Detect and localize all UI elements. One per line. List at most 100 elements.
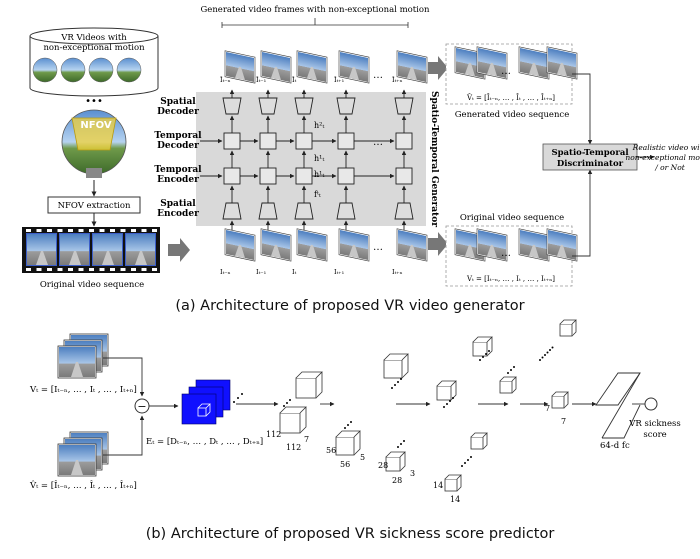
feature-cube xyxy=(383,353,409,379)
in-ellipsis: … xyxy=(373,242,383,253)
fc-layer xyxy=(595,372,641,439)
e-formula: Eₜ = [Dₜ₋ₙ, … , Dₜ , … , Dₜ₊ₙ] xyxy=(146,437,263,447)
spatial-decoder-block xyxy=(336,97,356,115)
nfov-badge: NFOV xyxy=(80,120,111,131)
spatial-encoder-block xyxy=(222,202,242,220)
output-frame-label: Îₜ₋₁ xyxy=(256,75,267,84)
feature-cube xyxy=(335,430,361,456)
generated-frames-brace xyxy=(221,18,409,28)
temporal-decoder-block xyxy=(395,132,413,150)
hidden-label-f: fᵗₜ xyxy=(314,190,321,199)
dimension-labels: 112 112 7 56 56 5 28 28 3 14 14 7 7 xyxy=(266,404,566,504)
output-line2: non-exceptional motion xyxy=(625,153,700,162)
input-frames-generated xyxy=(57,431,109,477)
big-gray-arrow-gen-out xyxy=(428,56,448,80)
feature-cube xyxy=(436,380,457,401)
temporal-decoder-block xyxy=(259,132,277,150)
input-frame-label: Iₜ xyxy=(292,268,297,276)
output-frame-label: Îₜ₋ₙ xyxy=(220,75,231,84)
orig-seq-ellipsis: … xyxy=(501,248,511,259)
minus-sign: − xyxy=(137,400,146,413)
output-frame-label: Îₜ₊₁ xyxy=(334,75,345,84)
score-line1: VR sickness xyxy=(628,419,680,429)
input-frame-label: Iₜ₊₁ xyxy=(334,268,345,276)
output-line1: Realistic video with xyxy=(632,143,700,152)
generated-seq-frame xyxy=(476,46,508,80)
input-frame xyxy=(224,228,256,262)
spatio-temporal-discriminator-box xyxy=(542,143,638,171)
output-frame-label: Îₜ₊ₙ xyxy=(392,75,403,84)
seq-to-disc-connector xyxy=(572,73,591,257)
dim-5-d: 5 xyxy=(360,453,365,462)
feature-cube xyxy=(444,474,462,492)
video-database: VR Videos with non-exceptional motion xyxy=(29,27,159,97)
big-gray-arrow-left xyxy=(168,238,190,262)
caption-a: (a) Architecture of proposed VR video ge… xyxy=(175,298,524,314)
dim-7-d: 7 xyxy=(304,435,309,444)
film-frame xyxy=(26,233,57,266)
temporal-encoder-block xyxy=(223,167,241,185)
generated-formula: V̂ₜ = [Îₜ₋ₙ, … , Îₜ , … , Îₜ₊ₙ] xyxy=(466,93,555,102)
discriminator-line2: Discriminator xyxy=(557,159,624,169)
temporal-decoder-block xyxy=(295,132,313,150)
temporal-encoder-block xyxy=(259,167,277,185)
feature-cube xyxy=(470,432,488,450)
input-frame xyxy=(260,228,292,262)
gen-seq-ellipsis: … xyxy=(501,66,511,77)
spatial-encoder-block xyxy=(294,202,314,220)
original-seq-frame xyxy=(546,228,578,262)
generated-frames-label: Generated video frames with non-exceptio… xyxy=(201,5,431,15)
film-frame xyxy=(59,233,90,266)
hidden-state-labels: h²ₜ h¹ₜ h¹ₜ fᵗₜ xyxy=(314,121,324,199)
hidden-label-h1-decoder: h¹ₜ xyxy=(314,154,324,163)
discriminator-line1: Spatio-Temporal xyxy=(551,148,629,158)
generated-seq-frame xyxy=(546,46,578,80)
feature-cube xyxy=(279,406,307,434)
temporal-decoder-block xyxy=(223,132,241,150)
dim-56-h: 56 xyxy=(326,446,336,455)
original-sequence-label-left: Original video sequence xyxy=(40,280,144,290)
output-frame xyxy=(260,50,292,84)
dim-112-w: 112 xyxy=(286,443,301,452)
output-frame-label: Îₜ xyxy=(292,75,297,84)
spatial-decoder-block xyxy=(222,97,242,115)
score-line2: score xyxy=(643,430,666,440)
output-frame xyxy=(338,50,370,84)
output-frame xyxy=(396,50,428,84)
stacked-frame xyxy=(57,345,97,379)
db-label-line1: VR Videos with xyxy=(60,33,127,43)
output-frame xyxy=(296,50,328,84)
film-strip xyxy=(22,227,160,273)
feature-cube xyxy=(551,391,569,409)
nfov-extraction-label: NFOV extraction xyxy=(58,201,131,211)
db-label-line2: non-exceptional motion xyxy=(43,43,145,53)
spatial-encoder-block xyxy=(336,202,356,220)
feature-cube xyxy=(499,376,517,394)
big-gray-arrow-orig-in xyxy=(428,232,448,256)
generator-label: Spatio-Temporal Generator xyxy=(429,91,439,227)
v-to-diff-line xyxy=(103,357,145,397)
temporal-encoder-block xyxy=(295,167,313,185)
output-line3: / or Not xyxy=(654,163,685,172)
input-frame xyxy=(296,228,328,262)
input-frame-label: Iₜ₋ₙ xyxy=(220,268,231,276)
nfov-sphere: NFOV xyxy=(61,109,127,178)
film-frame xyxy=(92,233,123,266)
original-formula: Vₜ = [Iₜ₋ₙ, … , Iₜ , … , Iₜ₊ₙ] xyxy=(466,275,555,283)
stacked-frame xyxy=(57,443,97,477)
output-frames: Îₜ₋ₙ Îₜ₋₁ Îₜ Îₜ₊₁ Îₜ₊ₙ xyxy=(220,50,428,84)
dim-56-w: 56 xyxy=(340,460,350,469)
conv-layers xyxy=(236,319,577,492)
spatial-decoder-block xyxy=(258,97,278,115)
input-frame xyxy=(338,228,370,262)
dim-7-w: 7 xyxy=(561,417,566,426)
feature-cube xyxy=(295,371,323,399)
svg-text:…: … xyxy=(373,137,383,148)
generated-seq-frame xyxy=(518,46,550,80)
generated-sequence-label: Generated video sequence xyxy=(455,110,569,120)
dim-3-d: 3 xyxy=(410,469,415,478)
dim-14-w: 14 xyxy=(450,495,460,504)
